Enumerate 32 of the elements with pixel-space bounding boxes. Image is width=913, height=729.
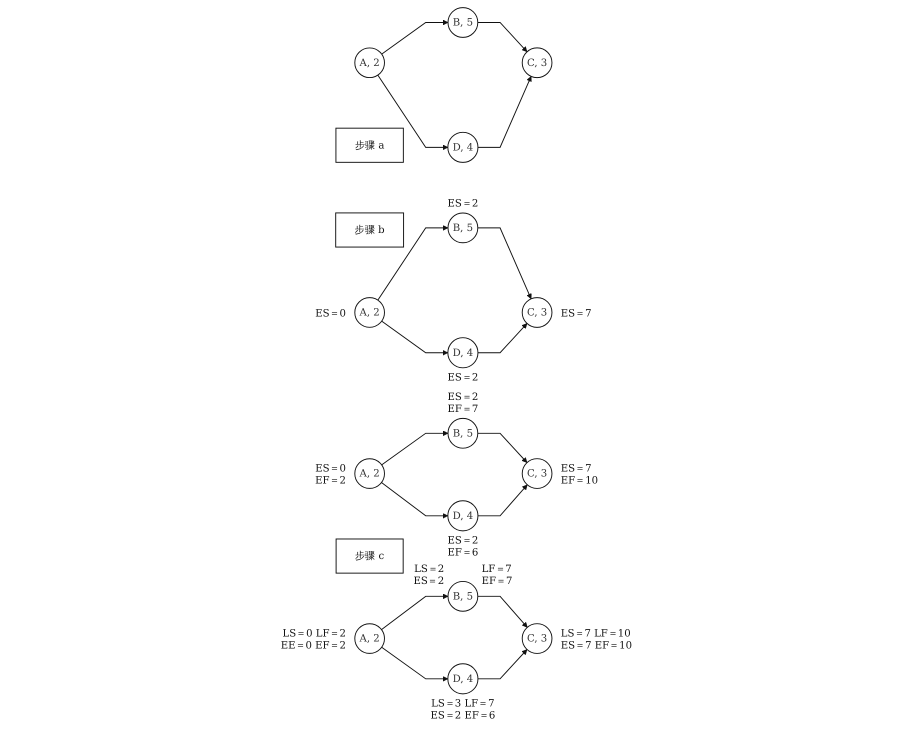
- time-value-label: ES＝2: [448, 198, 478, 210]
- event-circle: A, 2: [354, 458, 385, 489]
- time-value-label: ES＝0 EF＝2: [315, 463, 346, 486]
- time-value-label: ES＝7 EF＝10: [560, 463, 598, 486]
- step-label-box: 步骤 c: [336, 538, 404, 574]
- time-value-label: LF＝7 EF＝7: [482, 564, 512, 587]
- event-circle: C, 3: [522, 297, 552, 328]
- event-circle: B, 5: [448, 418, 478, 449]
- time-value-label: ES＝2: [448, 372, 478, 384]
- event-circle: D, 4: [447, 663, 478, 694]
- time-value-label: ES＝0: [315, 308, 346, 320]
- event-circle: B, 5: [448, 212, 478, 244]
- event-circle: D, 4: [447, 337, 478, 368]
- time-value-label: LS＝2 ES＝2: [413, 564, 444, 587]
- event-circle: C, 3: [522, 623, 552, 654]
- step-label-box: 步骤 a: [335, 128, 404, 163]
- event-circle: C, 3: [522, 458, 552, 489]
- event-circle: D, 4: [447, 500, 478, 532]
- time-value-label: ES＝7: [560, 308, 592, 320]
- time-value-label: LS＝0 LF＝2 EE＝0 EF＝2: [280, 628, 346, 652]
- event-circle: A, 2: [354, 297, 385, 328]
- event-circle: D, 4: [447, 132, 478, 163]
- event-circle: A, 2: [354, 623, 385, 654]
- time-value-label: ES＝2 EF＝7: [447, 392, 478, 416]
- time-value-label: ES＝2 EF＝6: [447, 536, 478, 558]
- event-circle: A, 2: [354, 47, 385, 78]
- time-value-label: LS＝7 LF＝10 ES＝7 EF＝10: [560, 628, 632, 652]
- step-label-box: 步骤 b: [335, 212, 404, 248]
- event-circle: B, 5: [448, 580, 478, 612]
- time-value-label: LS＝3 LF＝7 ES＝2 EF＝6: [430, 698, 496, 722]
- event-circle: B, 5: [448, 7, 478, 38]
- event-circle: C, 3: [522, 47, 552, 78]
